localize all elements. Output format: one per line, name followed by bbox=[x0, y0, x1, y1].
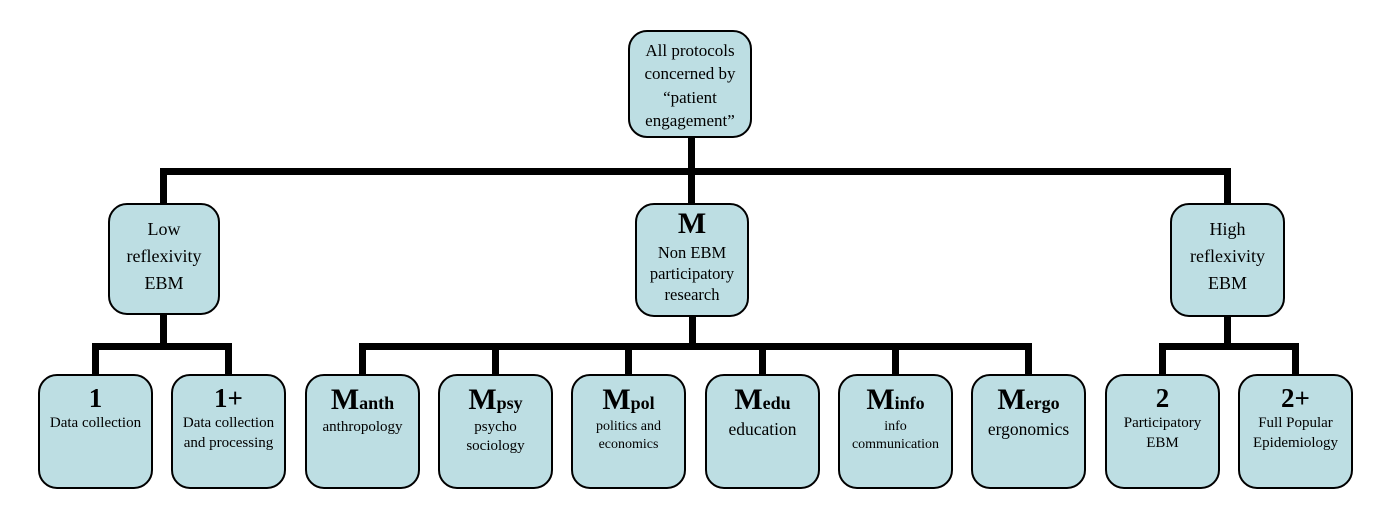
node-1-data-collection: 1 Data collection bbox=[38, 374, 153, 489]
connector-drop-manth bbox=[359, 343, 366, 377]
connector-low-vertical bbox=[160, 312, 167, 350]
node-code: M bbox=[677, 207, 707, 240]
connector-level1-bar bbox=[160, 168, 1231, 175]
connector-drop-1plus bbox=[225, 343, 232, 377]
node-label: Non EBM participatory research bbox=[649, 242, 735, 304]
node-label: Low reflexivity EBM bbox=[126, 219, 202, 293]
node-label: High reflexivity EBM bbox=[1190, 219, 1265, 293]
node-code: 2 bbox=[1155, 383, 1170, 413]
node-label: Data collection bbox=[49, 415, 142, 432]
node-label: politics and economics bbox=[596, 418, 661, 452]
node-mpsy-psycho-sociology: Mpsy psycho sociology bbox=[438, 374, 553, 489]
node-medu-education: Medu education bbox=[705, 374, 820, 489]
node-m-non-ebm: M Non EBM participatory research bbox=[635, 203, 749, 317]
node-label: anthropology bbox=[322, 418, 403, 435]
connector-drop-1 bbox=[92, 343, 99, 377]
node-label: Data collection and processing bbox=[182, 415, 275, 451]
node-mergo-ergonomics: Mergo ergonomics bbox=[971, 374, 1086, 489]
node-root-all-protocols: All protocols concerned by “patient enga… bbox=[628, 30, 752, 138]
node-label: Participatory EBM bbox=[1123, 415, 1202, 451]
node-code: Medu bbox=[734, 383, 791, 416]
node-2plus-full-popular-epidemiology: 2+ Full Popular Epidemiology bbox=[1238, 374, 1353, 489]
node-code: Mpol bbox=[602, 383, 655, 416]
node-code: 1 bbox=[88, 383, 103, 413]
node-minfo-info-communication: Minfo info communication bbox=[838, 374, 953, 489]
node-label: psycho sociology bbox=[466, 418, 525, 455]
connector-m-bar bbox=[359, 343, 1032, 350]
node-code: Mpsy bbox=[468, 383, 523, 416]
connector-high-vertical bbox=[1224, 313, 1231, 350]
node-label: All protocols concerned by “patient enga… bbox=[644, 41, 736, 131]
node-label: ergonomics bbox=[987, 418, 1070, 439]
connector-low-bar bbox=[92, 343, 232, 350]
node-low-reflexivity-ebm: Low reflexivity EBM bbox=[108, 203, 220, 315]
connector-drop-mpol bbox=[625, 343, 632, 377]
connector-drop-low bbox=[160, 168, 167, 208]
node-code: Mergo bbox=[997, 383, 1060, 416]
node-label: education bbox=[728, 418, 797, 439]
connector-drop-medu bbox=[759, 343, 766, 377]
node-2-participatory-ebm: 2 Participatory EBM bbox=[1105, 374, 1220, 489]
node-code: Manth bbox=[330, 383, 395, 416]
node-high-reflexivity-ebm: High reflexivity EBM bbox=[1170, 203, 1285, 317]
connector-drop-mergo bbox=[1025, 343, 1032, 377]
connector-drop-high bbox=[1224, 168, 1231, 208]
connector-m-vertical bbox=[689, 313, 696, 350]
node-label: Full Popular Epidemiology bbox=[1253, 415, 1338, 451]
connector-drop-2plus bbox=[1292, 343, 1299, 377]
connector-drop-2 bbox=[1159, 343, 1166, 377]
node-code: 1+ bbox=[214, 383, 243, 413]
node-label: info communication bbox=[851, 418, 940, 452]
node-mpol-politics-economics: Mpol politics and economics bbox=[571, 374, 686, 489]
node-manth-anthropology: Manth anthropology bbox=[305, 374, 420, 489]
connector-drop-mpsy bbox=[492, 343, 499, 377]
node-code: 2+ bbox=[1281, 383, 1310, 413]
connector-drop-minfo bbox=[892, 343, 899, 377]
node-code: Minfo bbox=[866, 383, 925, 416]
node-1plus-data-collection-processing: 1+ Data collection and processing bbox=[171, 374, 286, 489]
connector-high-bar bbox=[1159, 343, 1299, 350]
